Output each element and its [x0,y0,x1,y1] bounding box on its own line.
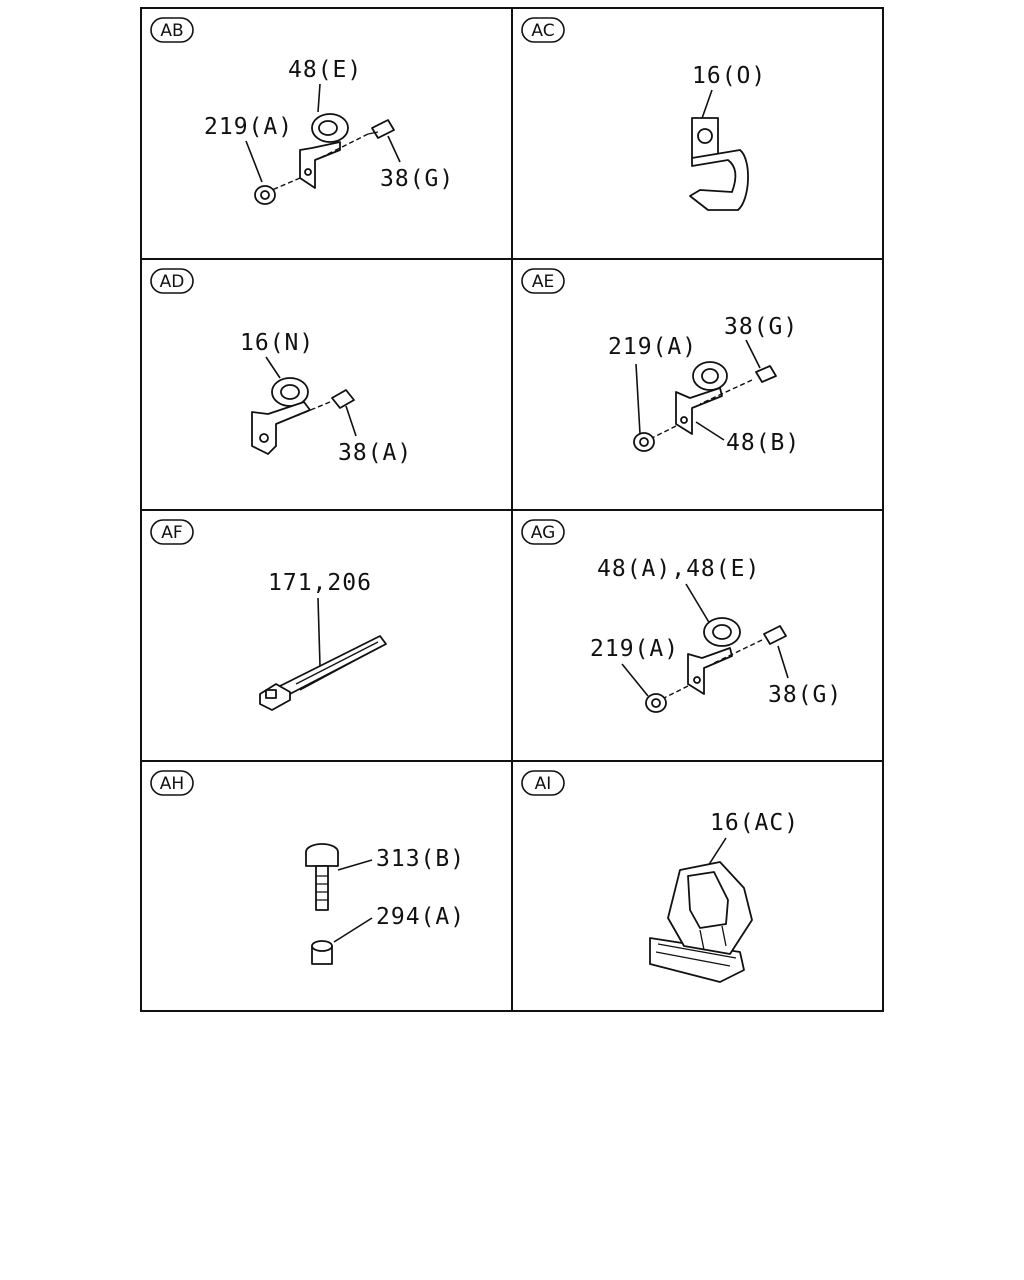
nut-icon [645,693,667,713]
panel-tag-ag: AG [521,519,565,545]
p-clip-icon [689,117,749,211]
nut-icon [311,940,333,965]
nut-icon [633,432,655,452]
label-313b: 313(B) [376,846,465,872]
label-16o: 16(O) [692,63,766,89]
panel-tag-ae: AE [521,268,565,294]
svg-text:AC: AC [531,21,554,41]
svg-text:AI: AI [535,774,552,794]
label-294a: 294(A) [376,904,465,930]
panel-ad: AD 16(N) 38(A) [150,268,412,466]
panel-ah: AH 313(B) 294(A) [150,770,465,965]
svg-text:AG: AG [531,523,556,543]
panel-tag-ac: AC [521,17,565,43]
clamp-bracket-icon [299,113,349,189]
bolt-icon [305,843,339,911]
label-38g: 38(G) [380,166,454,192]
label-16n: 16(N) [240,330,314,356]
cable-tie-icon [259,635,387,711]
retainer-clip-icon [649,861,753,983]
svg-text:AF: AF [161,523,182,543]
label-38g-ae: 38(G) [724,314,798,340]
bolt-icon [367,119,395,139]
panel-ae: AE 38(G) 219(A) 48(B) [521,268,800,456]
svg-text:AE: AE [532,272,554,292]
label-48a-48e: 48(A),48(E) [597,556,760,582]
panel-ac: AC 16(O) [521,17,766,211]
clamp-bracket-icon [251,377,311,455]
svg-text:AH: AH [160,774,184,794]
label-48b: 48(B) [726,430,800,456]
panel-ai: AI 16(AC) [521,770,799,983]
panel-tag-ad: AD [150,268,194,294]
svg-text:AD: AD [160,272,185,292]
label-48e: 48(E) [288,57,362,83]
clamp-bracket-icon [675,361,728,435]
panel-tag-af: AF [150,519,194,545]
label-219a-ae: 219(A) [608,334,697,360]
panel-ag: AG 48(A),48(E) 219(A) 38(G) [521,519,842,713]
label-16ac: 16(AC) [710,810,799,836]
nut-icon [254,185,276,205]
label-171-206: 171,206 [268,570,372,596]
panel-tag-ah: AH [150,770,194,796]
label-219a: 219(A) [204,114,293,140]
clamp-bracket-icon [687,617,741,695]
panel-tag-ab: AB [150,17,194,43]
label-38g-ag: 38(G) [768,682,842,708]
bolt-icon [331,389,355,409]
diagram-grid [140,7,884,1012]
panel-tag-ai: AI [521,770,565,796]
svg-text:AB: AB [160,21,183,41]
bolt-icon [763,625,787,645]
panel-af: AF 171,206 [150,519,387,711]
bolt-icon [755,365,777,383]
label-219a-ag: 219(A) [590,636,679,662]
label-38a: 38(A) [338,440,412,466]
panel-ab: AB 48(E) 219(A) 38(G) [150,17,454,205]
